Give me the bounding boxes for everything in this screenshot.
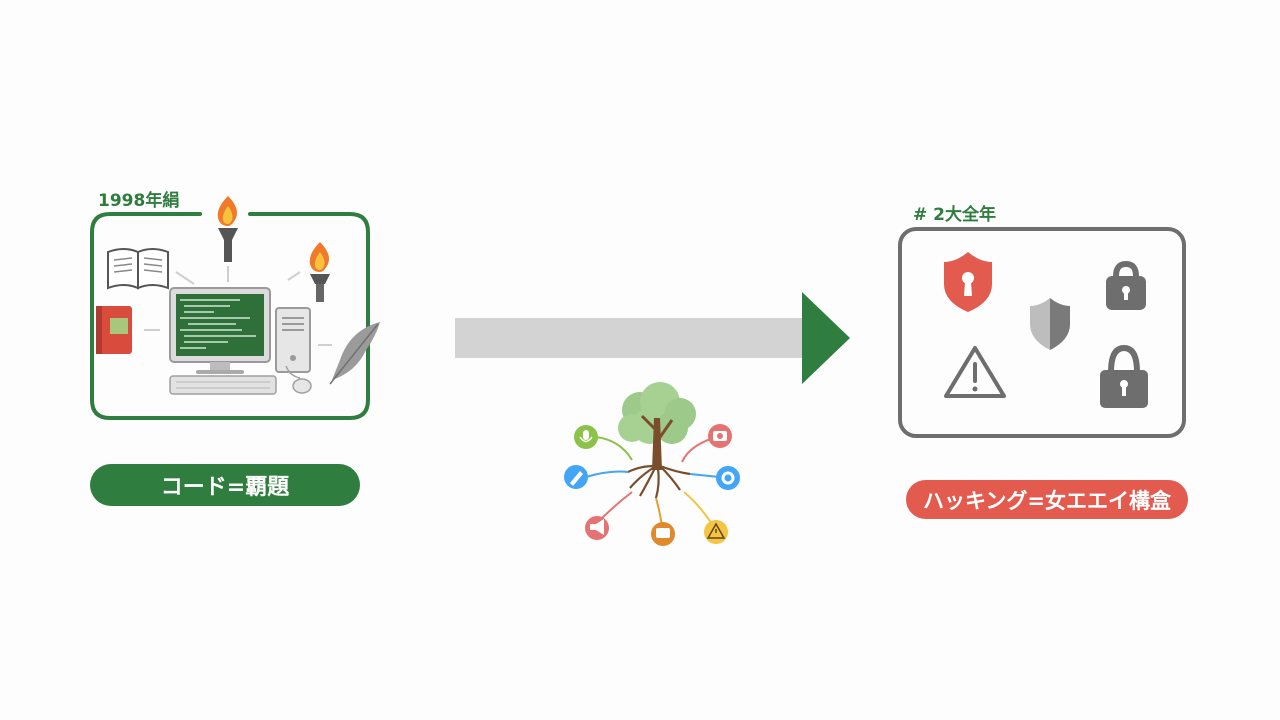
microphone-icon: [574, 425, 598, 449]
pen-icon: [564, 465, 588, 489]
computer-tower-icon: [275, 307, 311, 373]
warning-icon: [704, 520, 728, 544]
left-year-label: 1998年絹: [98, 191, 180, 211]
right-caption-pill: ハッキング=女エエイ構盒: [906, 480, 1188, 519]
open-book-icon: [107, 248, 169, 290]
chat-icon: [651, 522, 675, 546]
mouse-icon: [285, 365, 312, 394]
right-arrow: [455, 292, 850, 384]
computer-code-icon: [169, 287, 271, 374]
right-year-label: # 2大全年: [913, 205, 996, 225]
red-book-icon: [96, 306, 132, 354]
red-shield-keyhole-icon: [944, 252, 992, 312]
feather-quill-icon: [329, 322, 380, 385]
camera-icon: [708, 424, 732, 448]
left-connectors: [144, 266, 332, 346]
keyboard-icon: [169, 375, 277, 395]
left-caption-pill: コード=覇題: [90, 464, 360, 506]
gear-icon: [716, 466, 740, 490]
torch-icon: [217, 196, 238, 262]
tree-icon: [618, 382, 696, 499]
megaphone-icon: [585, 516, 609, 540]
padlock-keyhole-icon: [1106, 260, 1146, 310]
warning-triangle-icon: [944, 346, 1006, 398]
gray-shield-icon: [1030, 298, 1070, 350]
left-frame: [90, 212, 370, 420]
right-frame: [898, 227, 1186, 438]
padlock-icon: [1100, 344, 1148, 408]
torch-icon: [309, 242, 330, 302]
